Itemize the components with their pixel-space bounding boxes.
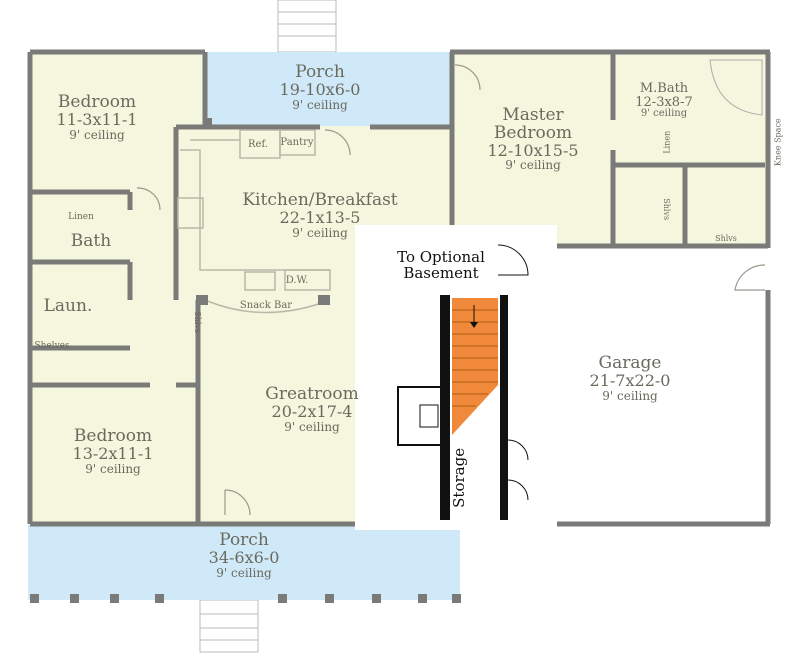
room-name: M.Bath [639, 81, 689, 96]
tub-icon [709, 59, 763, 116]
porch-top-area [205, 52, 451, 126]
room-dim: 20-2x17-4 [271, 401, 353, 421]
room-dim: 13-2x11-1 [72, 443, 154, 463]
room-name: Bedroom [493, 122, 573, 143]
label-shlvs-kitchen: Shlvs [193, 311, 203, 334]
label-shlvs-closet1: Shlvs [662, 198, 672, 221]
room-bedroom-1: Bedroom 11-3x11-1 9' ceiling [56, 92, 138, 142]
room-ceiling: 9' ceiling [85, 461, 141, 476]
room-greatroom: Greatroom 20-2x17-4 9' ceiling [265, 384, 359, 434]
door-swings [136, 64, 766, 516]
basement-label-line2: Basement [403, 263, 479, 282]
room-ceiling: 9' ceiling [640, 108, 688, 120]
room-ceiling: 9' ceiling [216, 565, 272, 580]
porch-front-area [28, 525, 460, 600]
stair-drawing [397, 244, 529, 520]
label-linen: Linen [68, 212, 94, 222]
room-name: Kitchen/Breakfast [242, 190, 398, 210]
room-ceiling: 9' ceiling [284, 419, 340, 434]
basement-label-line1: To Optional [397, 248, 485, 266]
room-name: Greatroom [265, 384, 359, 404]
room-ceiling: 9' ceiling [602, 388, 658, 403]
label-ref: Ref. [248, 139, 268, 150]
room-ceiling: 9' ceiling [505, 158, 561, 173]
room-dim: 34-6x6-0 [208, 547, 280, 567]
room-name: Porch [219, 530, 269, 550]
label-shlvs-closet2: Shlvs [715, 234, 737, 243]
porch-columns [30, 118, 461, 603]
room-name: Garage [598, 353, 662, 373]
label-pantry: Pantry [280, 137, 314, 148]
room-bedroom-2: Bedroom 13-2x11-1 9' ceiling [72, 426, 154, 476]
room-dim: 22-1x13-5 [279, 207, 361, 227]
room-ceiling: 9' ceiling [69, 127, 125, 142]
room-dim: 19-10x6-0 [279, 79, 361, 99]
room-dim: 12-3x8-7 [635, 94, 693, 110]
room-porch-top: Porch 19-10x6-0 9' ceiling [279, 62, 361, 112]
room-porch-front: Porch 34-6x6-0 9' ceiling [208, 530, 280, 580]
room-master-bath: M.Bath 12-3x8-7 9' ceiling [635, 82, 692, 120]
room-master-bedroom: Master Bedroom 12-10x15-5 9' ceiling [487, 105, 579, 173]
room-name: Porch [295, 62, 345, 82]
room-ceiling: 9' ceiling [292, 97, 348, 112]
label-linen-mbath: Linen [662, 130, 672, 154]
label-to-optional-basement: To Optional Basement [397, 248, 485, 282]
room-laundry: Laun. [43, 296, 93, 316]
front-steps [199, 599, 259, 653]
room-name: Bedroom [73, 426, 153, 446]
label-knee-space: Knee Space [773, 118, 783, 167]
label-storage: Storage [450, 447, 469, 508]
room-dim: 11-3x11-1 [56, 109, 138, 129]
room-name: Bedroom [57, 92, 137, 112]
label-shelves: Shelves [34, 341, 70, 351]
label-snack-bar: Snack Bar [239, 300, 293, 311]
kitchen-counters [177, 129, 331, 314]
room-garage: Garage 21-7x22-0 9' ceiling [589, 353, 671, 403]
room-kitchen: Kitchen/Breakfast 22-1x13-5 9' ceiling [242, 190, 398, 240]
room-dim: 21-7x22-0 [589, 370, 671, 390]
room-ceiling: 9' ceiling [292, 225, 348, 240]
room-bath: Bath [70, 231, 112, 251]
top-steps [277, 0, 337, 53]
room-name: Master [502, 105, 564, 125]
label-dw: D.W. [285, 275, 309, 286]
room-dim: 12-10x15-5 [487, 140, 579, 160]
